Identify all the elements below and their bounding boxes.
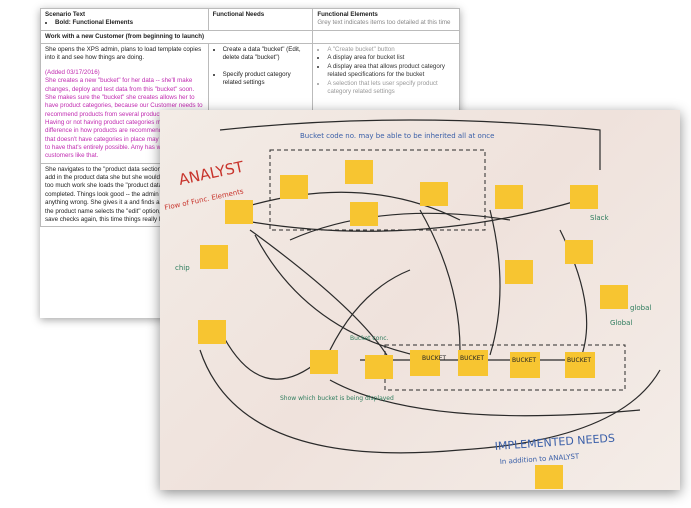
analyst-label: ANALYST [177, 157, 246, 188]
element-item: A "Create bucket" button [327, 46, 455, 54]
header-scenario-label: Scenario Text [45, 11, 86, 18]
sticky-note [345, 160, 373, 184]
bucket-tag: BUCKET [422, 355, 446, 362]
sticky-note [410, 350, 440, 376]
element-item: A display area for bucket list [327, 54, 455, 62]
scenario-text: She opens the XPS admin, plans to load t… [45, 46, 202, 62]
sticky-notes [198, 160, 628, 489]
header-elements: Functional Elements Grey text indicates … [312, 8, 460, 31]
side-note: Show which bucket is being displayed [280, 395, 394, 402]
header-needs-label: Functional Needs [212, 11, 265, 18]
bucket-tag: BUCKET [567, 357, 591, 364]
sticky-note [570, 185, 598, 209]
section-title: Work with a new Customer (from beginning… [40, 29, 314, 45]
section-empty [312, 29, 460, 45]
scenario-text-2: She navigates to the "product data secti… [45, 165, 202, 223]
sticky-note [198, 320, 226, 344]
header-scenario-sub: Bold: Functional Elements [55, 19, 134, 27]
table-header-row: Scenario Text Bold: Functional Elements … [40, 8, 460, 31]
sticky-note [505, 260, 533, 284]
sticky-note [565, 352, 595, 378]
sticky-note [280, 175, 308, 199]
sticky-note [510, 352, 540, 378]
sticky-note [350, 202, 378, 226]
table-row: She opens the XPS admin, plans to load t… [40, 43, 460, 164]
sticky-note [225, 200, 253, 224]
handwritten-labels: ANALYST Flow of Func. Elements Bucket co… [164, 132, 652, 466]
sticky-note [200, 245, 228, 269]
side-note: Bucket conc. [350, 335, 389, 342]
scenario-added-text: She creates a new "bucket" for her data … [45, 77, 204, 160]
header-elements-label: Functional Elements [317, 11, 378, 18]
need-item: Specify product category related setting… [223, 71, 309, 88]
header-needs: Functional Needs [207, 8, 314, 31]
sticky-note [420, 182, 448, 206]
header-elements-sub: Grey text indicates items too detailed a… [317, 19, 451, 27]
implemented-needs-sub: In addition to ANALYST [500, 452, 581, 466]
sticky-note [310, 350, 338, 374]
added-date: (Added 03/17/2016) [45, 68, 100, 76]
side-note: Global [610, 319, 632, 327]
sticky-note [535, 465, 563, 489]
connector-lines [199, 119, 661, 454]
side-note: global [630, 304, 651, 312]
implemented-needs-label: IMPLEMENTED NEEDS [494, 432, 615, 453]
whiteboard-photo: ANALYST Flow of Func. Elements Bucket co… [160, 110, 680, 490]
whiteboard-drawing: ANALYST Flow of Func. Elements Bucket co… [164, 119, 661, 489]
side-note: Slack [590, 214, 610, 222]
sticky-note [565, 240, 593, 264]
scenario-document: Scenario Text Bold: Functional Elements … [40, 8, 460, 318]
need-item: Create a data "bucket" (Edit, delete dat… [223, 46, 309, 63]
sticky-note [600, 285, 628, 309]
element-item: A display area that allows product categ… [327, 63, 455, 80]
section-row: Work with a new Customer (from beginning… [40, 29, 460, 45]
sticky-note [495, 185, 523, 209]
bucket-tag: BUCKET [512, 357, 536, 364]
sticky-note [458, 350, 488, 376]
bucket-tag: BUCKET [460, 355, 484, 362]
bucket-note: Bucket code no. may be able to be inheri… [300, 132, 494, 140]
side-note: chip [175, 264, 190, 272]
sticky-note [365, 355, 393, 379]
element-item: A selection that lets user specify produ… [327, 80, 455, 97]
header-scenario: Scenario Text Bold: Functional Elements [40, 8, 209, 31]
